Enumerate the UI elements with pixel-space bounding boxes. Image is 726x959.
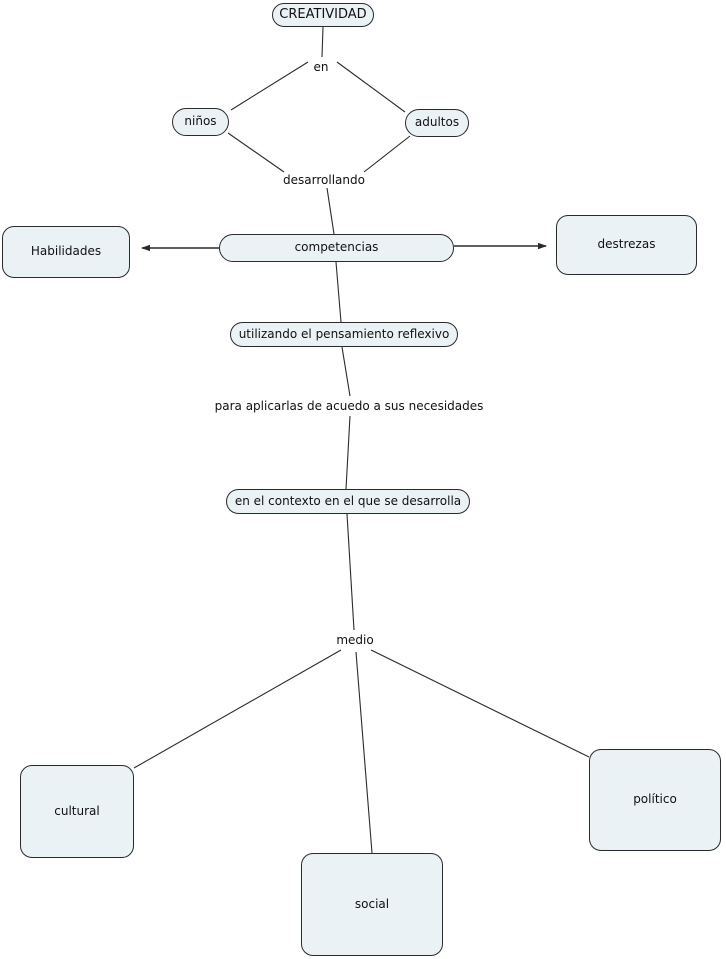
node-competencias[interactable]: competencias [219,234,454,262]
edge-reflexivo-necesidades [341,346,351,397]
node-ninos[interactable]: niños [172,108,229,136]
link-label-medio: medio [336,633,374,647]
node-habilidades[interactable]: Habilidades [2,226,130,278]
node-contexto[interactable]: en el contexto en el que se desarrolla [226,489,470,514]
node-label-reflexivo: utilizando el pensamiento reflexivo [238,326,450,341]
node-destrezas[interactable]: destrezas [556,215,697,275]
edge-en-ninos [230,61,309,111]
edge-ninos-desarrollando [227,132,285,173]
edge-medio-cultural [133,649,342,769]
node-label-habilidades: Habilidades [30,244,102,259]
node-label-social: social [354,896,390,911]
node-adultos[interactable]: adultos [405,109,469,137]
node-label-competencias: competencias [294,240,379,255]
edge-competencias-reflexivo [335,261,342,323]
node-label-politico: político [633,792,677,807]
node-creatividad[interactable]: CREATIVIDAD [272,3,374,27]
edge-en-adultos [336,61,406,113]
edge-contexto-medio [346,513,355,631]
edge-creatividad-en [321,26,324,58]
edge-desarrollando-competencias [326,187,335,235]
link-label-desarrollando: desarrollando [283,173,365,187]
node-label-contexto: en el contexto en el que se desarrolla [234,493,462,508]
node-social[interactable]: social [301,853,443,956]
edge-necesidades-contexto [345,415,351,490]
node-politico[interactable]: político [589,749,721,851]
node-label-adultos: adultos [414,115,460,130]
node-label-cultural: cultural [54,803,100,818]
node-label-creatividad: CREATIVIDAD [279,6,367,22]
link-label-necesidades: para aplicarlas de acuedo a sus necesida… [214,399,484,413]
edge-medio-social [355,651,373,854]
node-cultural[interactable]: cultural [20,765,134,858]
node-reflexivo[interactable]: utilizando el pensamiento reflexivo [230,322,458,347]
edge-medio-politico [370,649,590,758]
link-label-en: en [313,60,329,74]
node-label-ninos: niños [184,114,217,129]
node-label-destrezas: destrezas [597,237,656,252]
edge-adultos-desarrollando [363,135,411,173]
